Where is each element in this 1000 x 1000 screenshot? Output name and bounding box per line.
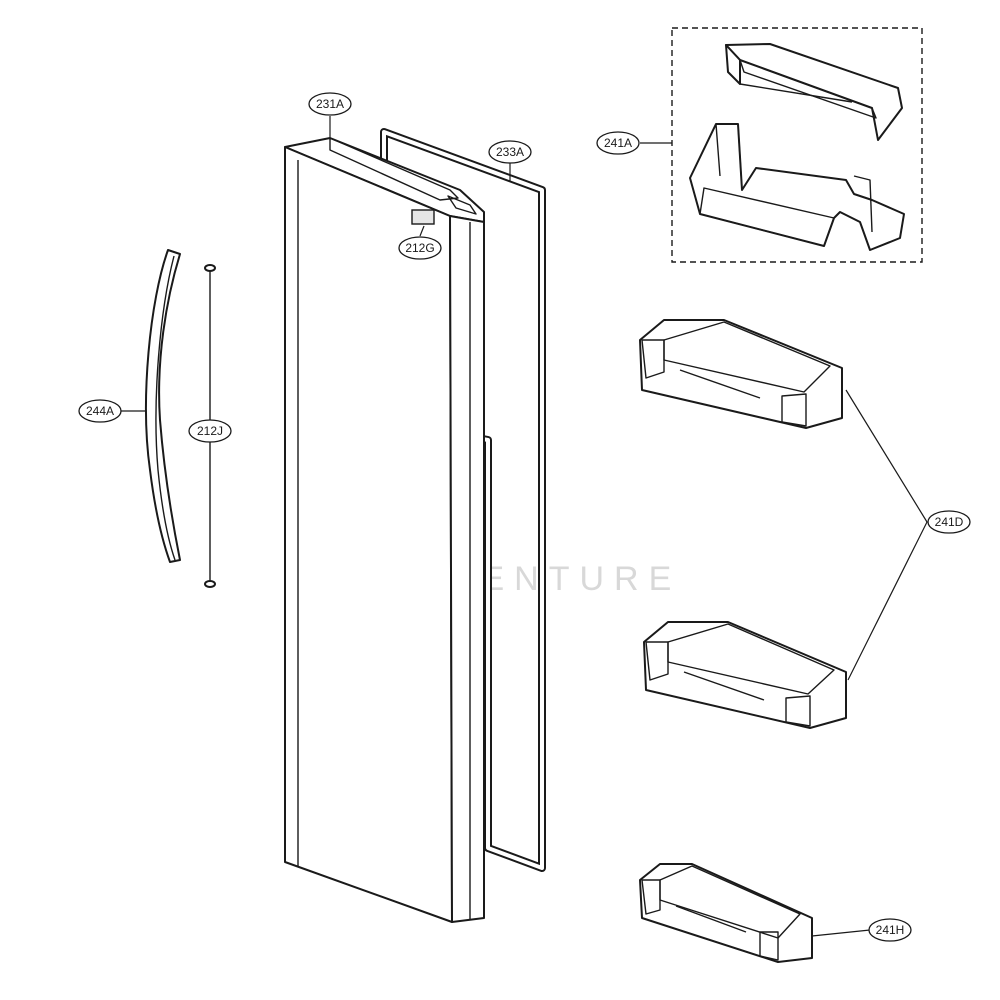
callout-label: 244A [86,404,114,418]
callout-241H: 241H [868,918,912,942]
callout-label: 212J [197,424,223,438]
callout-241D: 241D [927,510,971,534]
callout-233A: 233A [488,140,532,164]
upper-door-basket [689,123,905,251]
callout-label: 241H [876,923,905,937]
callout-212J: 212J [188,419,232,443]
basket-group-box [671,27,923,263]
door-basket-small [639,863,813,963]
callout-label: 241D [935,515,964,529]
callout-label: 231A [316,97,344,111]
label-plate [411,209,435,225]
callout-241A: 241A [596,131,640,155]
door-assembly [284,137,485,923]
door-basket-2 [643,621,847,729]
basket-cover [725,43,903,141]
callout-231A: 231A [308,92,352,116]
door-handle [145,249,181,563]
callout-label: 212G [405,241,434,255]
callout-212G: 212G [398,236,442,260]
callout-244A: 244A [78,399,122,423]
door-basket-1 [639,319,843,429]
leader-lines [121,116,928,937]
callout-label: 233A [496,145,524,159]
callout-label: 241A [604,136,632,150]
